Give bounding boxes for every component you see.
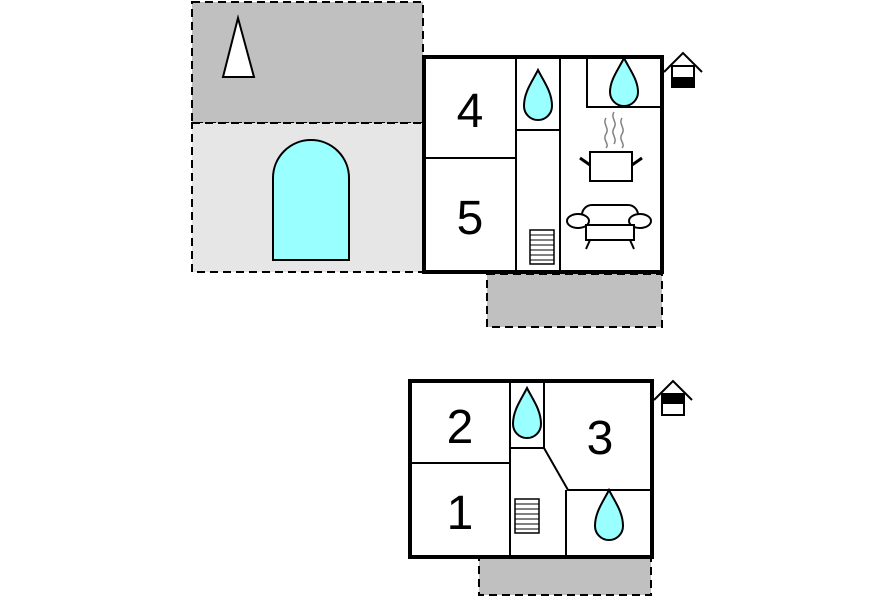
room-number: 4 [457,85,484,138]
tree-icon [221,14,256,78]
lower-floor-plan: 2 1 3 [408,379,693,596]
stairs-icon [514,498,540,534]
floor-level-icon [663,51,703,88]
sofa-icon [566,204,652,250]
water-drop-icon [593,487,625,541]
stairs-icon [529,229,555,265]
room-number: 3 [587,412,614,465]
cooking-pot-icon [579,111,643,182]
room-number: 1 [447,487,474,540]
water-drop-icon [511,385,543,439]
upper-floor-plan: 4 5 [191,1,703,328]
room-number: 5 [457,192,484,245]
floor-level-icon [653,379,693,416]
water-drop-icon [522,67,554,121]
room-number: 2 [447,401,474,454]
lower-terrace-area [486,273,663,328]
lower-floor-terrace [478,556,652,596]
pool-icon [272,139,350,261]
water-drop-icon [608,55,640,107]
